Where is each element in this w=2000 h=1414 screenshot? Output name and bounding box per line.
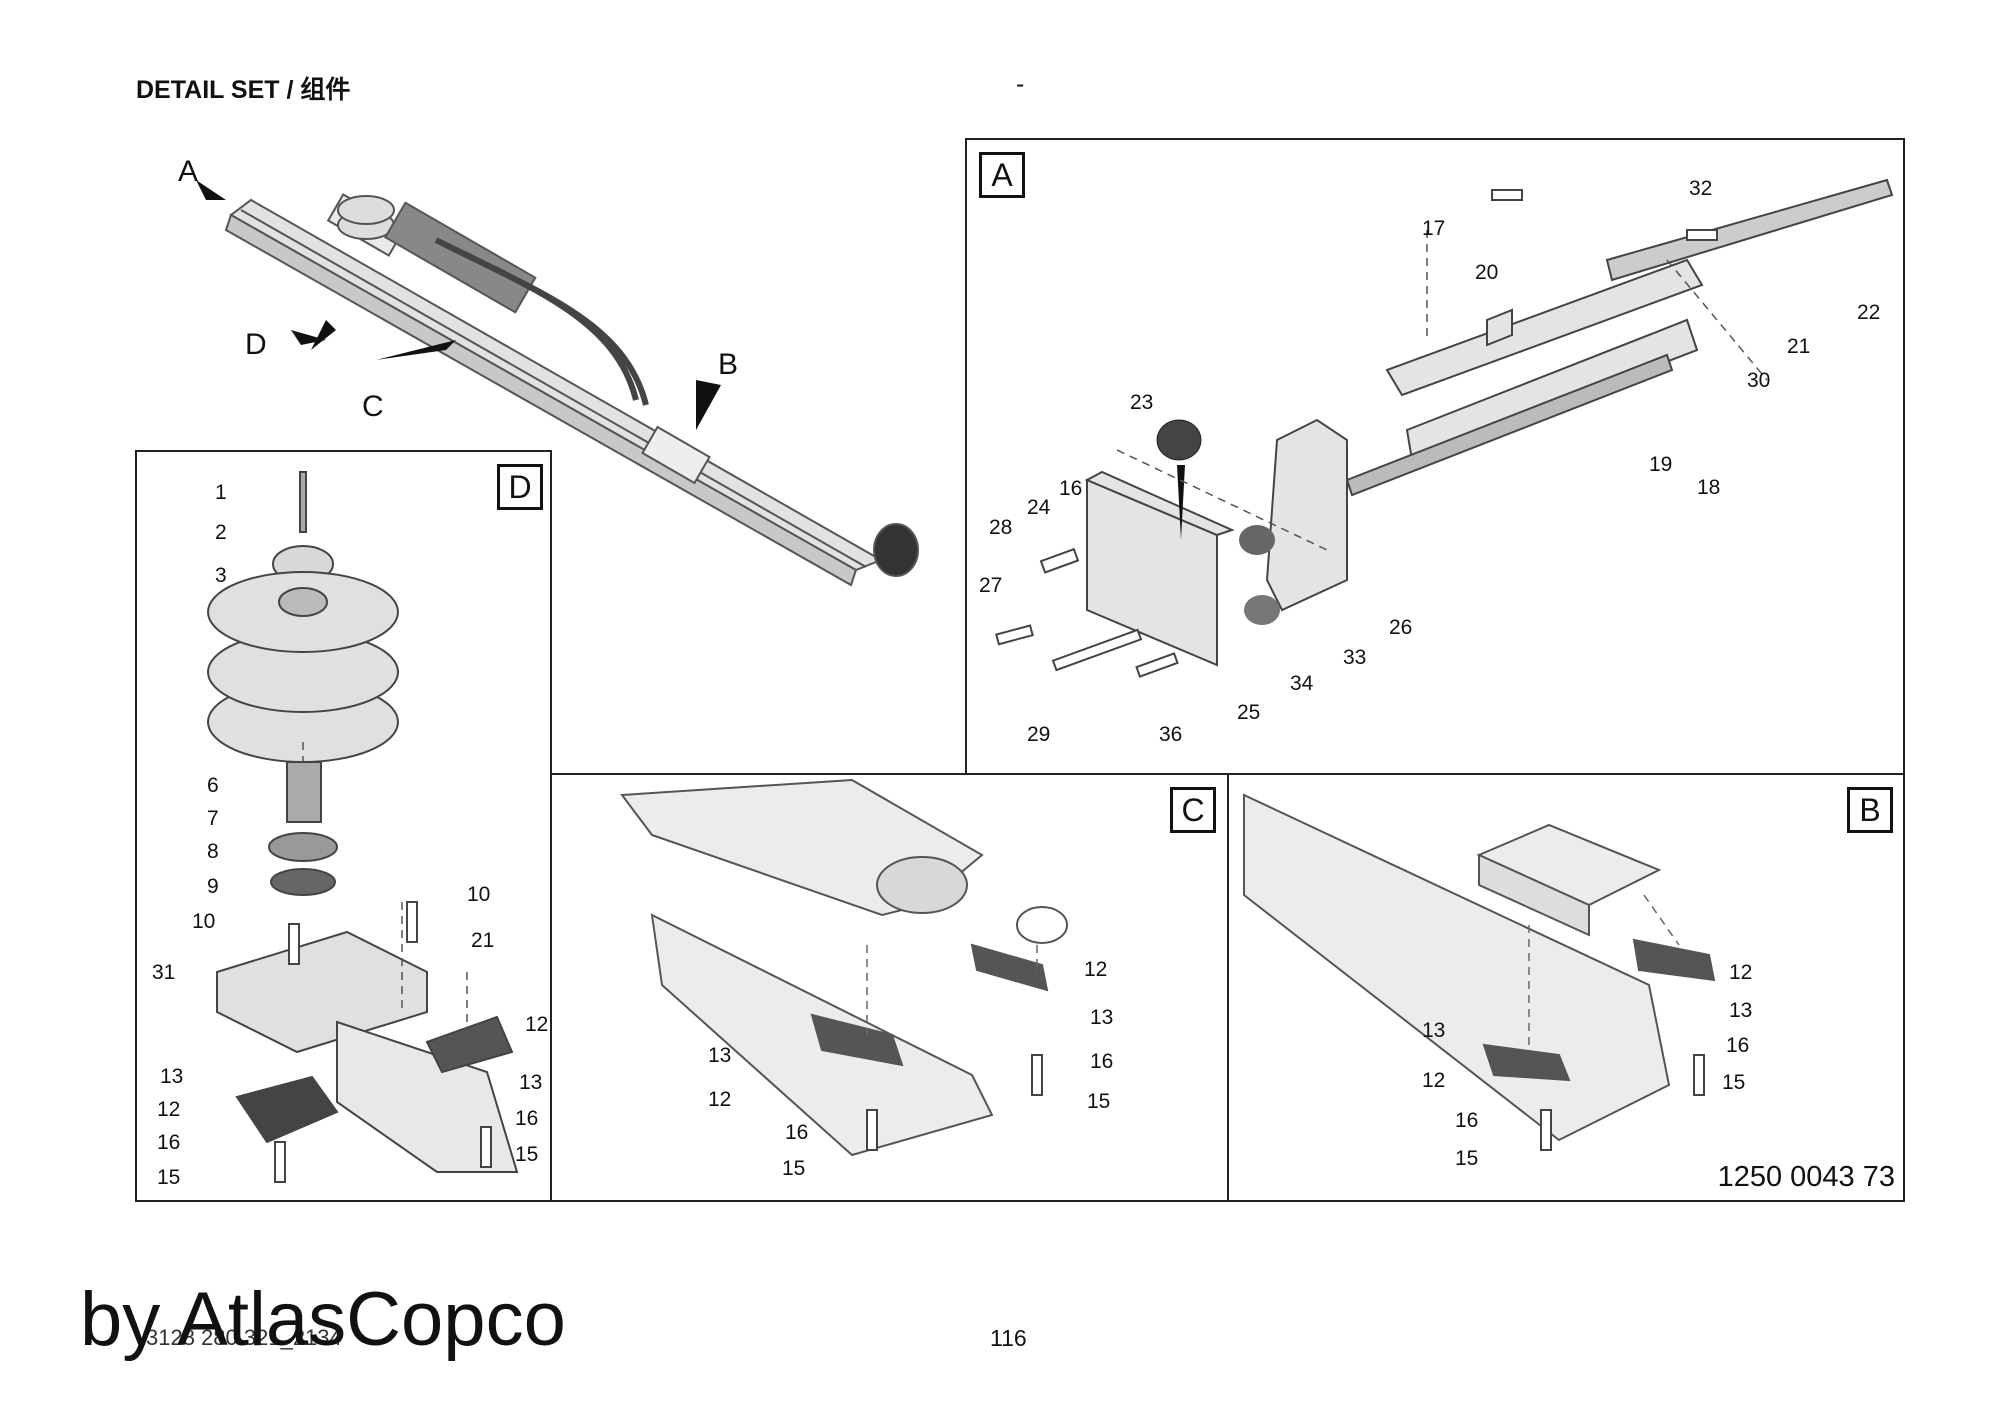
callout-number: 15 [1455,1147,1479,1170]
callout-number: 21 [471,929,495,952]
callout-number: 18 [1697,476,1721,499]
callout-number: 15 [515,1143,539,1166]
brand-watermark: by AtlasCopco [80,1277,566,1362]
header-dash: - [1016,70,1025,98]
callout-number: 15 [157,1166,181,1189]
panel-c-drawing [620,778,1068,1157]
callout-number: 26 [1389,616,1413,639]
callout-number: 33 [1343,646,1367,669]
overview-callout-d: D [245,328,267,361]
detail-panel-a: A 17 20 32 22 21 30 23 19 18 16 24 28 27… [965,138,1905,775]
callout-number: 20 [1475,261,1499,284]
callout-number: 21 [1787,335,1811,358]
detail-panel-d: D 1 2 3 6 7 8 9 10 10 21 31 12 13 13 16 … [135,450,552,1202]
callout-number: 6 [207,774,219,797]
detail-panel-b: B 12 13 16 15 13 12 16 15 1250 0043 73 [1227,773,1905,1202]
callout-number: 31 [152,961,176,984]
callout-number: 13 [708,1044,732,1067]
callout-number: 23 [1130,391,1154,414]
callout-number: 10 [467,883,491,906]
callout-number: 12 [1729,961,1753,984]
callout-number: 16 [1090,1050,1114,1073]
callout-number: 16 [1455,1109,1479,1132]
callout-number: 16 [785,1121,809,1144]
callout-number: 8 [207,840,219,863]
panel-b-drawing [1243,793,1716,1151]
callout-number: 22 [1857,301,1881,324]
panel-c-label: C [1170,787,1216,833]
callout-number: 12 [157,1098,181,1121]
panel-d-drawing [207,471,519,1183]
callout-number: 16 [1726,1034,1750,1057]
callout-number: 13 [519,1071,543,1094]
overview-callout-b: B [718,348,739,381]
page-title: DETAIL SET / 组件 [136,76,351,104]
callout-number: 24 [1027,496,1051,519]
panel-d-label: D [497,464,543,510]
callout-number: 27 [979,574,1003,597]
callout-number: 7 [207,807,219,830]
callout-number: 28 [989,516,1013,539]
callout-number: 15 [1722,1071,1746,1094]
callout-number: 29 [1027,723,1051,746]
callout-number: 1 [215,481,227,504]
callout-number: 3 [215,564,227,587]
callout-number: 13 [1422,1019,1446,1042]
callout-number: 36 [1159,723,1183,746]
callout-number: 12 [525,1013,549,1036]
detail-panel-c: C 12 13 16 15 13 12 16 15 [550,773,1229,1202]
overview-callout-a: A [178,155,199,188]
overview-drawing [196,180,919,587]
panel-a-drawing [995,178,1894,678]
callout-number: 13 [1090,1006,1114,1029]
callout-number: 16 [515,1107,539,1130]
callout-number: 13 [1729,999,1753,1022]
callout-number: 2 [215,521,227,544]
callout-number: 15 [1087,1090,1111,1113]
panel-b-label: B [1847,787,1893,833]
panel-a-label: A [979,152,1025,198]
callout-number: 30 [1747,369,1771,392]
callout-number: 17 [1422,217,1446,240]
callout-number: 34 [1290,672,1314,695]
callout-number: 13 [160,1065,184,1088]
page-number: 116 [990,1325,1027,1351]
callout-number: 25 [1237,701,1261,724]
callout-number: 32 [1689,177,1713,200]
callout-number: 12 [708,1088,732,1111]
callout-number: 16 [157,1131,181,1154]
overview-callout-c: C [362,390,384,423]
callout-number: 15 [782,1157,806,1180]
drawing-number: 1250 0043 73 [1717,1161,1895,1193]
callout-number: 9 [207,875,219,898]
callout-number: 12 [1422,1069,1446,1092]
callout-number: 12 [1084,958,1108,981]
document-number: 3128 280 321_2134 [146,1325,342,1350]
callout-number: 16 [1059,477,1083,500]
callout-number: 19 [1649,453,1673,476]
callout-number: 10 [192,910,216,933]
